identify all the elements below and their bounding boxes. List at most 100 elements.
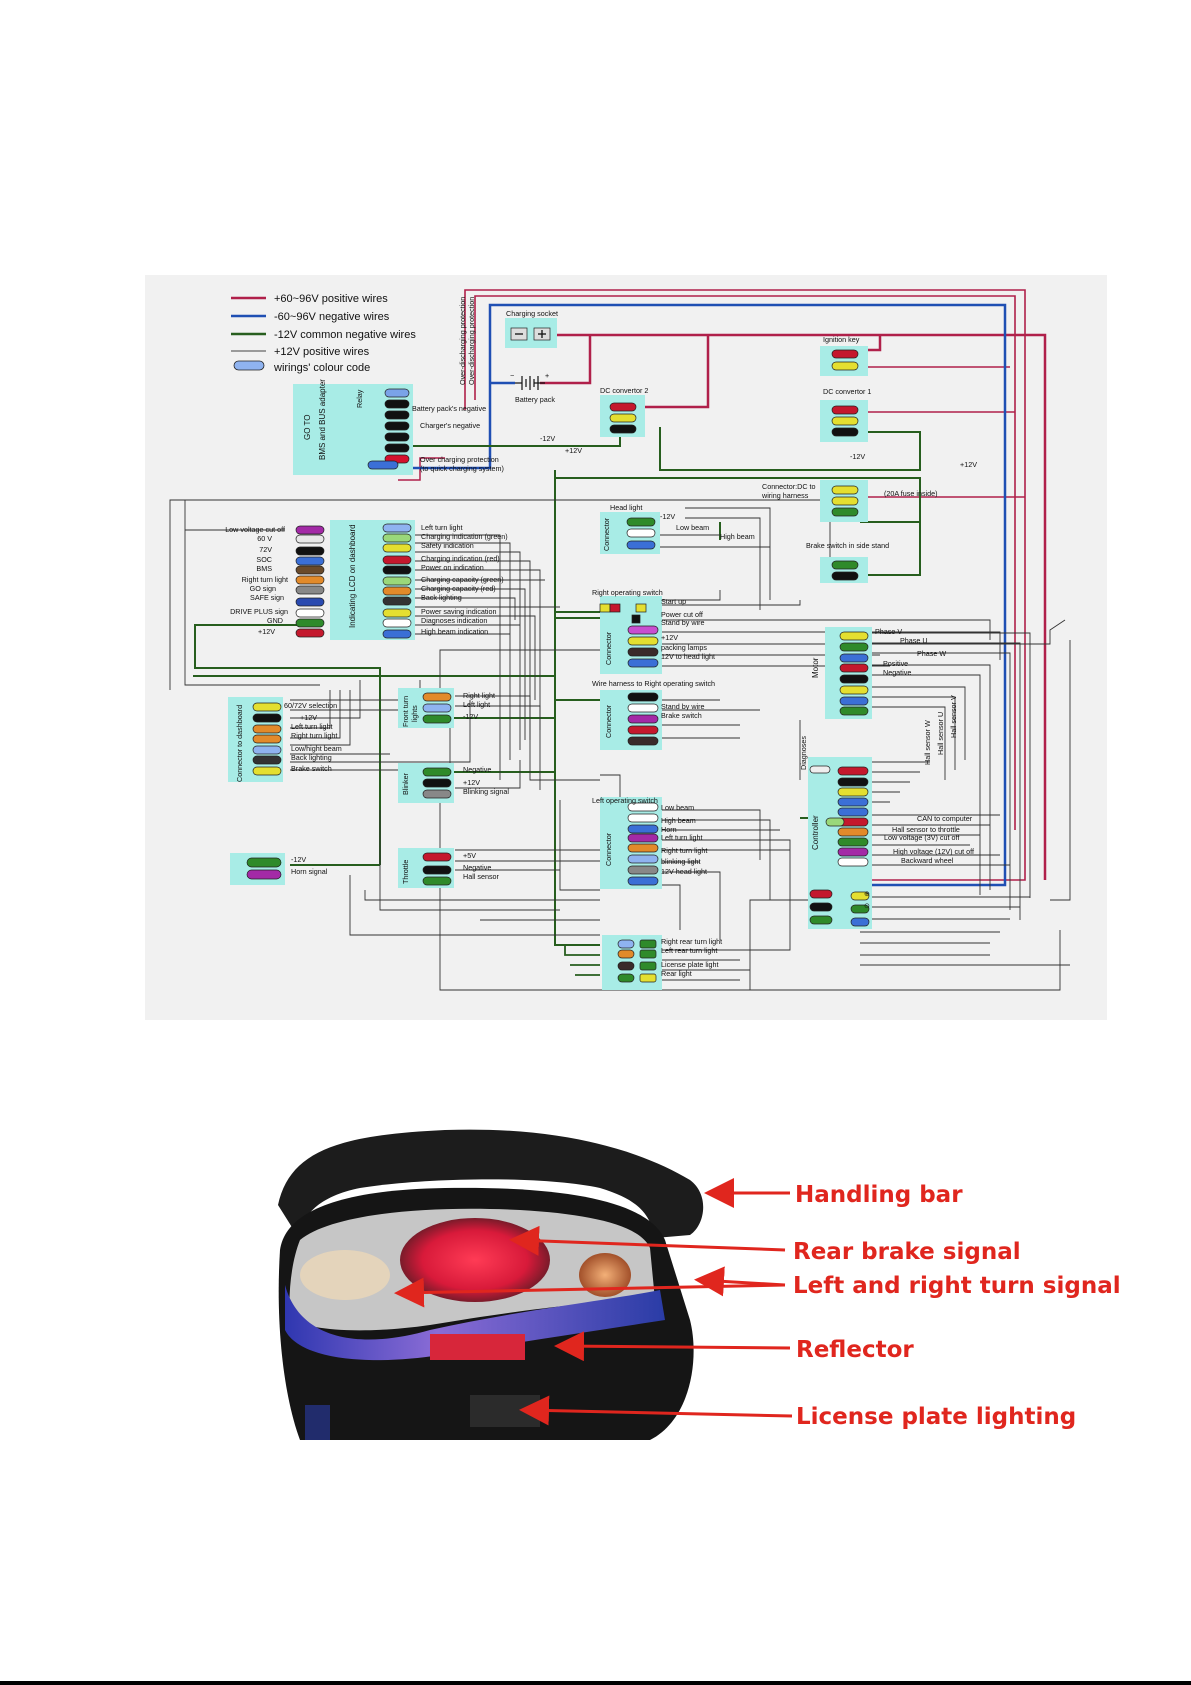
svg-text:Low beam: Low beam	[676, 523, 709, 532]
svg-text:Throttle: Throttle	[401, 860, 410, 884]
svg-text:BMS and BUS adapter: BMS and BUS adapter	[318, 379, 327, 460]
svg-text:Safety indication: Safety indication	[421, 541, 474, 550]
svg-text:High beam: High beam	[661, 816, 696, 825]
power-wires	[193, 289, 1047, 976]
signal-wires	[169, 499, 1071, 991]
svg-text:−: −	[510, 371, 514, 380]
svg-text:Phase V: Phase V	[875, 627, 902, 636]
svg-text:Stand by wire: Stand by wire	[661, 618, 705, 627]
svg-text:Indicating LCD on dashboard: Indicating LCD on dashboard	[348, 524, 357, 628]
svg-text:DRIVE PLUS sign: DRIVE PLUS sign	[230, 607, 288, 616]
svg-text:Connector: Connector	[604, 704, 613, 738]
svg-text:Charger's negative: Charger's negative	[420, 421, 480, 430]
svg-text:12V head light: 12V head light	[661, 867, 707, 876]
svg-text:Right turn light: Right turn light	[242, 575, 288, 584]
legend-neg: -60~96V negative wires	[274, 311, 390, 323]
callout-handling-bar: Handling bar	[795, 1182, 963, 1208]
svg-text:Blinking signal: Blinking signal	[463, 787, 509, 796]
right-turn-light	[579, 1253, 631, 1297]
svg-text:Right rear turn light: Right rear turn light	[661, 937, 722, 946]
svg-text:Brake switch: Brake switch	[291, 764, 332, 773]
svg-text:60/72V selection: 60/72V selection	[284, 701, 337, 710]
svg-text:lights: lights	[410, 705, 419, 722]
legend: +60~96V positive wires -60~96V negative …	[231, 293, 416, 374]
svg-text:BMS: BMS	[256, 564, 272, 573]
svg-text:Low/hight beam: Low/hight beam	[291, 744, 342, 753]
svg-text:+12V: +12V	[300, 713, 317, 722]
svg-text:High voltage (12V) cut off: High voltage (12V) cut off	[893, 847, 974, 856]
svg-text:Right turn light: Right turn light	[661, 846, 707, 855]
svg-text:Front turn: Front turn	[401, 696, 410, 727]
hall-labels: Hall sensor W Hall sensor U Hall sensor …	[923, 695, 958, 765]
svg-text:Charging socket: Charging socket	[506, 309, 558, 318]
svg-text:Relay: Relay	[355, 389, 364, 408]
svg-text:+12V: +12V	[661, 633, 678, 642]
svg-text:Rear light: Rear light	[661, 969, 692, 978]
svg-text:12V to head light: 12V to head light	[661, 652, 715, 661]
svg-text:Left rear turn light: Left rear turn light	[661, 946, 717, 955]
svg-text:Over-discharging protection: Over-discharging protection	[458, 297, 467, 385]
svg-text:-12V: -12V	[463, 712, 478, 721]
svg-text:GO sign: GO sign	[250, 584, 276, 593]
battery-symbol	[515, 376, 545, 390]
svg-text:Charging capacity (green): Charging capacity (green)	[421, 575, 504, 584]
diagram-labels: Charging socket Battery pack − + Over-di…	[235, 297, 977, 910]
blue-stripe	[285, 1285, 665, 1361]
svg-text:Over-discharging protection: Over-discharging protection	[467, 297, 476, 385]
svg-text:-12V: -12V	[540, 434, 555, 443]
svg-text:Right operating switch: Right operating switch	[592, 588, 663, 597]
svg-text:Start up: Start up	[661, 597, 686, 606]
legend-12v: +12V positive wires	[274, 346, 370, 358]
svg-text:Motor: Motor	[811, 657, 820, 678]
svg-text:Low voltage (3V) cut off: Low voltage (3V) cut off	[884, 833, 959, 842]
legend-gnd: -12V common negative wires	[274, 329, 416, 341]
left-switch-labels: Low beam High beam Horn Left turn light …	[661, 803, 707, 876]
svg-text:Hall sensor W: Hall sensor W	[923, 720, 932, 765]
handling-bar	[278, 1129, 704, 1240]
svg-text:Left light: Left light	[463, 700, 490, 709]
svg-text:Battery pack: Battery pack	[515, 395, 555, 404]
svg-text:Horn: Horn	[661, 825, 677, 834]
scooter-rear-illustration	[278, 1129, 704, 1440]
svg-text:Hall sensor U: Hall sensor U	[936, 712, 945, 755]
svg-text:-12V: -12V	[660, 512, 675, 521]
lcd-right-labels: Left turn light Charging indication (gre…	[421, 523, 508, 636]
svg-text:Over charging protection: Over charging protection	[420, 455, 499, 464]
horn-labels: -12V Horn signal	[291, 855, 328, 876]
svg-text:72V: 72V	[259, 545, 272, 554]
svg-text:License plate light: License plate light	[661, 960, 719, 969]
svg-text:GO TO: GO TO	[303, 415, 312, 441]
svg-text:60 V: 60 V	[257, 534, 272, 543]
svg-text:DC convertor 1: DC convertor 1	[823, 387, 871, 396]
svg-text:GND: GND	[267, 616, 283, 625]
callout-rear-brake: Rear brake signal	[793, 1239, 1021, 1265]
svg-text:Backward wheel: Backward wheel	[901, 856, 954, 865]
svg-text:+12V: +12V	[463, 778, 480, 787]
svg-text:Diagnoses: Diagnoses	[799, 736, 808, 770]
svg-text:+12V: +12V	[565, 446, 582, 455]
svg-text:CAN to computer: CAN to computer	[917, 814, 973, 823]
callout-reflector: Reflector	[796, 1337, 914, 1363]
svg-text:Negative: Negative	[883, 668, 911, 677]
svg-text:blinking light: blinking light	[661, 857, 701, 866]
svg-text:Negative: Negative	[463, 765, 491, 774]
svg-text:SOC: SOC	[256, 555, 272, 564]
reflector	[430, 1334, 525, 1360]
svg-text:Hall sensor to throttle: Hall sensor to throttle	[892, 825, 960, 834]
svg-text:Diagnoses indication: Diagnoses indication	[421, 616, 487, 625]
svg-text:Head light: Head light	[610, 503, 642, 512]
svg-text:Wire harness to Right operatin: Wire harness to Right operating switch	[592, 679, 715, 688]
svg-text:(20A fuse inside): (20A fuse inside)	[884, 489, 938, 498]
svg-text:Low voltage cut off: Low voltage cut off	[225, 525, 285, 534]
left-turn-light	[300, 1250, 390, 1300]
callout-arrows	[394, 1178, 793, 1426]
svg-text:Connector: Connector	[602, 517, 611, 551]
svg-text:SAFE sign: SAFE sign	[250, 593, 284, 602]
svg-text:DC convertor 2: DC convertor 2	[600, 386, 648, 395]
svg-text:Hall sensor: Hall sensor	[463, 872, 500, 881]
svg-text:Phase U: Phase U	[900, 636, 928, 645]
svg-text:Connector:DC to: Connector:DC to	[762, 482, 816, 491]
svg-text:Back lighting: Back lighting	[291, 753, 332, 762]
svg-text:wiring harness: wiring harness	[761, 491, 809, 500]
